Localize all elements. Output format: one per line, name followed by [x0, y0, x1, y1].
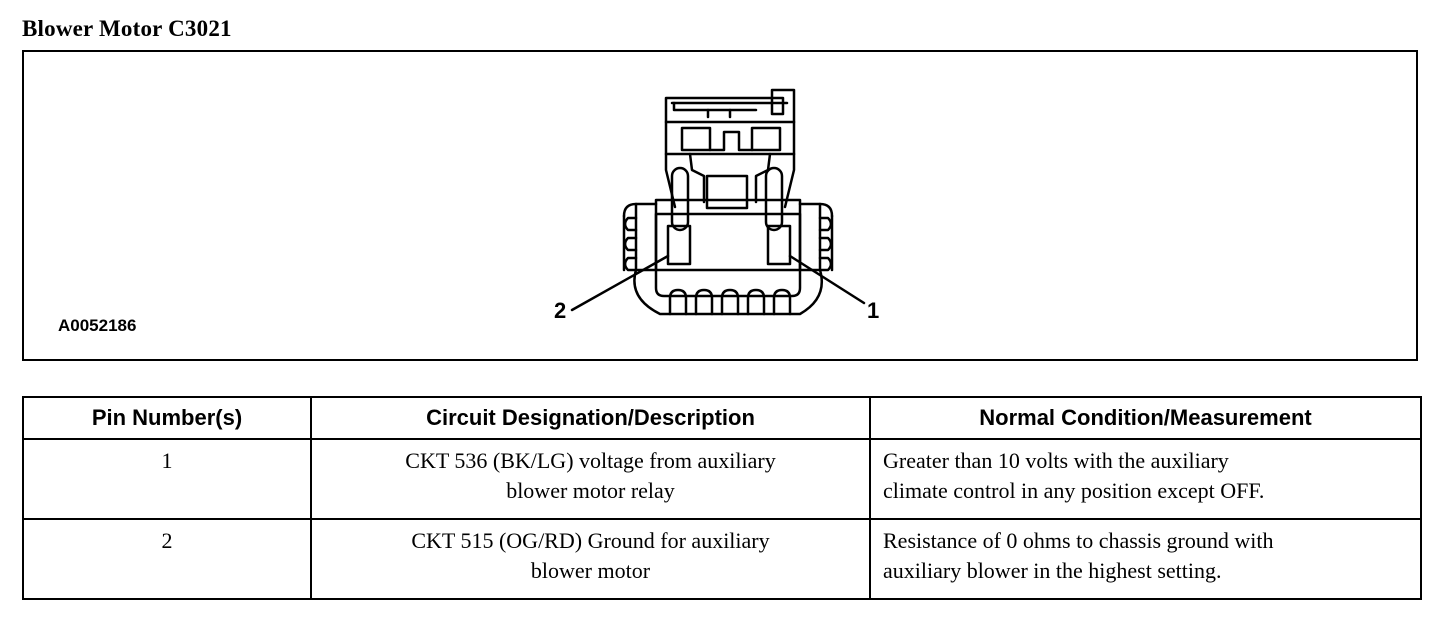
measurement-line: auxiliary blower in the highest setting.	[883, 558, 1222, 583]
pin-1-callout: 1	[867, 298, 879, 323]
circuit-line: blower motor	[530, 558, 651, 583]
header-measurement: Normal Condition/Measurement	[869, 396, 1422, 440]
table-row: 2 CKT 515 (OG/RD) Ground for auxiliary b…	[22, 518, 1422, 600]
table-header-row: Pin Number(s) Circuit Designation/Descri…	[22, 396, 1422, 440]
pin-table: Pin Number(s) Circuit Designation/Descri…	[22, 396, 1422, 600]
header-circuit: Circuit Designation/Description	[310, 396, 871, 440]
circuit-cell: CKT 515 (OG/RD) Ground for auxiliary blo…	[310, 518, 871, 600]
pin-2-callout: 2	[554, 298, 566, 323]
measurement-cell: Greater than 10 volts with the auxiliary…	[869, 438, 1422, 520]
header-pin-number: Pin Number(s)	[22, 396, 312, 440]
circuit-line: CKT 536 (BK/LG) voltage from auxiliary	[405, 448, 776, 473]
connector-figure: 2 1 A0052186	[22, 50, 1418, 361]
connector-icon	[570, 88, 866, 316]
measurement-line: climate control in any position except O…	[883, 478, 1265, 503]
measurement-line: Greater than 10 volts with the auxiliary	[883, 448, 1229, 473]
circuit-line: blower motor relay	[506, 478, 675, 503]
pin-cell: 2	[22, 518, 312, 600]
circuit-cell: CKT 536 (BK/LG) voltage from auxiliary b…	[310, 438, 871, 520]
page-title: Blower Motor C3021	[22, 16, 232, 41]
figure-id: A0052186	[58, 316, 137, 335]
measurement-cell: Resistance of 0 ohms to chassis ground w…	[869, 518, 1422, 600]
pin-1-leader	[788, 254, 866, 305]
pin-2-leader	[570, 254, 670, 312]
circuit-line: CKT 515 (OG/RD) Ground for auxiliary	[411, 528, 770, 553]
connector-diagram: 2 1	[554, 88, 879, 323]
measurement-line: Resistance of 0 ohms to chassis ground w…	[883, 528, 1274, 553]
table-row: 1 CKT 536 (BK/LG) voltage from auxiliary…	[22, 438, 1422, 520]
pin-cell: 1	[22, 438, 312, 520]
